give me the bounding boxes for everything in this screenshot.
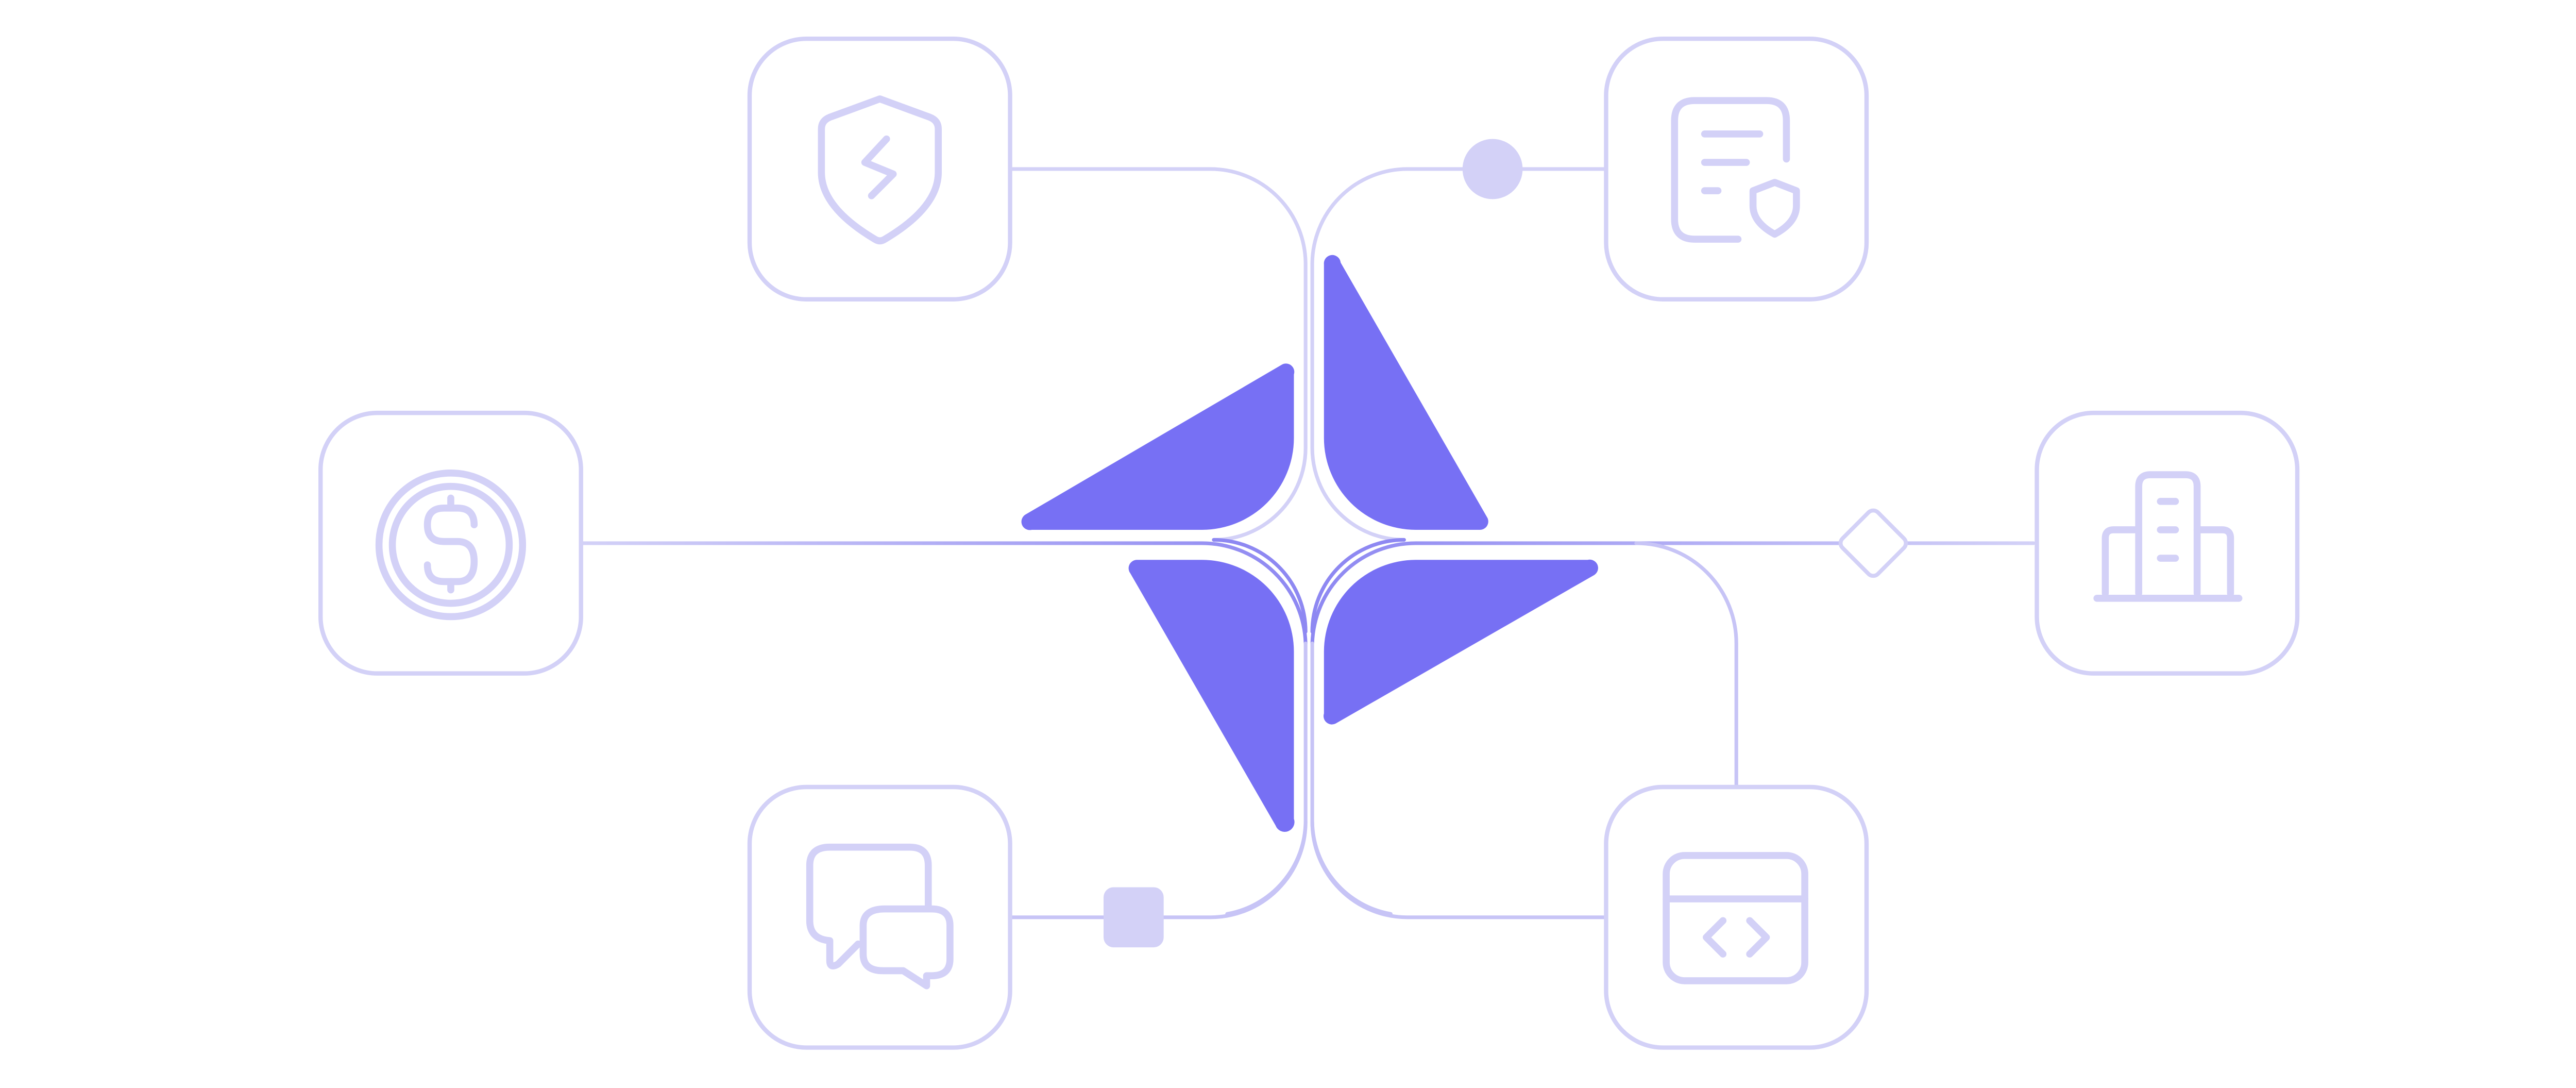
circle-marker-icon	[1462, 139, 1523, 199]
connector-developer-drop	[1634, 541, 1738, 789]
node-card-support[interactable]	[747, 784, 1012, 1050]
document-shield-icon	[1671, 97, 1800, 243]
connector-compliance	[1310, 167, 1608, 542]
node-card-enterprise[interactable]	[2035, 410, 2300, 676]
four-point-star-logo-icon	[1021, 255, 1598, 832]
logo-blade-top-right	[1324, 255, 1488, 530]
node-card-developer[interactable]	[1604, 784, 1869, 1050]
node-icons	[375, 95, 2243, 990]
hub-inner-arc-top-right	[1310, 538, 1406, 634]
hub-inner-arc-top-left	[1212, 538, 1308, 634]
connector-markers	[1104, 139, 1908, 948]
chat-bubbles-icon	[806, 843, 954, 990]
connector-finance	[581, 541, 1308, 645]
dollar-circle-icon	[375, 469, 527, 621]
connector-enterprise	[1310, 541, 2036, 645]
logo-blade-bottom-left	[1128, 560, 1295, 832]
connectors	[581, 167, 2036, 919]
logo-blade-top-left	[1021, 363, 1295, 530]
diamond-marker-icon	[1838, 508, 1908, 578]
connector-security	[1010, 167, 1308, 542]
code-window-icon	[1663, 852, 1808, 984]
shield-lightning-icon	[818, 95, 942, 245]
hub-inner-arc-bottom-left	[1225, 820, 1308, 916]
office-building-icon	[2093, 471, 2243, 602]
logo-blade-bottom-right	[1324, 559, 1598, 725]
hub-inner-arc-bottom-right	[1310, 820, 1393, 916]
rounded-square-marker-icon	[1104, 887, 1164, 948]
node-card-compliance[interactable]	[1604, 37, 1869, 302]
